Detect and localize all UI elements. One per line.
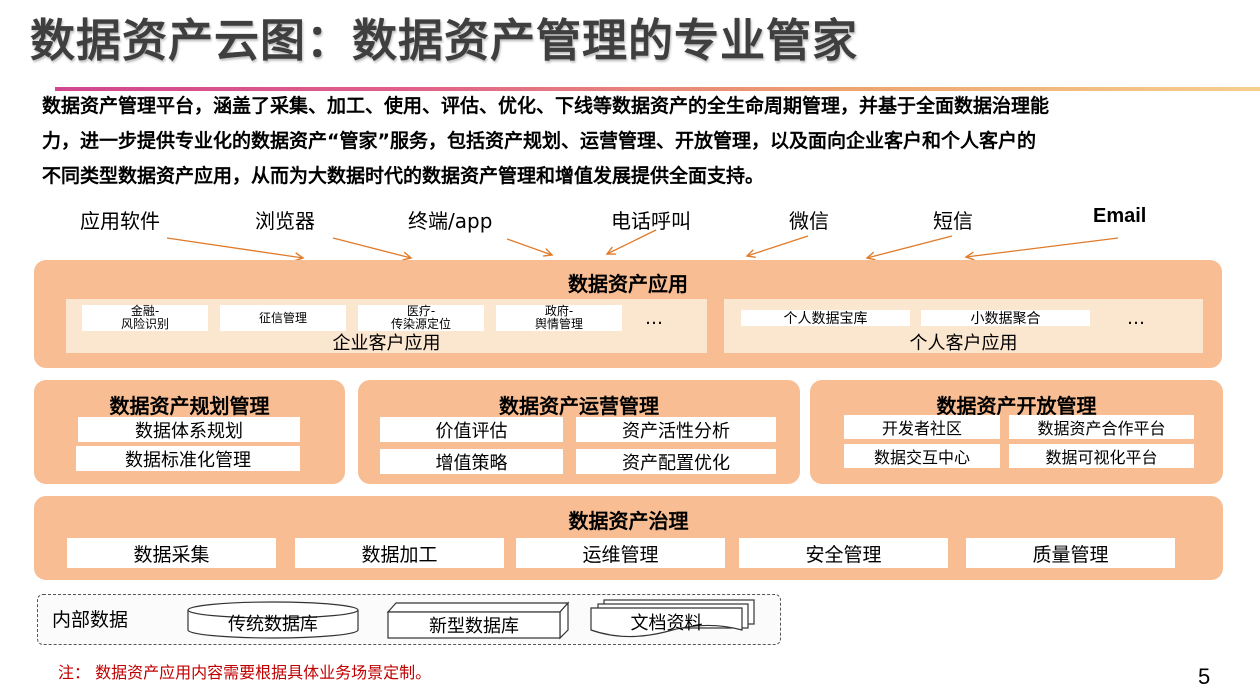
title-underline [55,87,1260,91]
planning-item-system: 数据体系规划 [78,417,300,442]
database-cylinder-icon [187,601,359,639]
store-new-db: 新型数据库 [429,616,519,637]
store-traditional-db: 传统数据库 [228,614,318,635]
enterprise-more: … [645,308,663,329]
channel-phone-call: 电话呼叫 [611,209,691,233]
opening-item-cooperation: 数据资产合作平台 [1009,415,1194,439]
enterprise-label: 企业客户应用 [332,333,441,354]
app-item-government: 政府- 舆情管理 [496,305,622,331]
channel-browser: 浏览器 [255,209,315,233]
operation-item-valuation: 价值评估 [380,417,563,442]
personal-label: 个人客户应用 [909,333,1018,354]
operation-item-activity: 资产活性分析 [576,417,776,442]
app-item-finance: 金融- 风险识别 [82,305,208,331]
opening-item-visualization: 数据可视化平台 [1009,444,1194,468]
operation-title: 数据资产运营管理 [499,394,659,418]
channel-app-software: 应用软件 [80,209,160,233]
page-title: 数据资产云图：数据资产管理的专业管家 [30,14,859,67]
personal-more: … [1127,308,1145,329]
channel-terminal-app: 终端/app [408,209,493,233]
app-item-credit: 征信管理 [220,305,346,331]
governance-item-security: 安全管理 [739,538,948,568]
database-box-icon [386,601,570,640]
governance-item-quality: 质量管理 [966,538,1175,568]
app-item-medical: 医疗- 传染源定位 [358,305,484,331]
app-item-personal-vault: 个人数据宝库 [741,310,910,327]
governance-item-processing: 数据加工 [295,538,504,568]
operation-item-strategy: 增值策略 [380,449,563,474]
internal-data-label: 内部数据 [52,609,129,631]
page-number: 5 [1198,664,1211,689]
personal-sub-panel [724,299,1203,353]
opening-item-developer: 开发者社区 [844,415,1000,439]
channel-sms: 短信 [933,209,973,233]
governance-item-collection: 数据采集 [67,538,276,568]
intro-paragraph: 数据资产管理平台，涵盖了采集、加工、使用、评估、优化、下线等数据资产的全生命周期… [42,89,1217,194]
channel-email: Email [1093,205,1147,227]
operation-item-allocation: 资产配置优化 [576,449,776,474]
documents-stack-icon [590,599,755,638]
planning-title: 数据资产规划管理 [109,394,270,418]
intro-line: 力，进一步提供专业化的数据资产“管家”服务，包括资产规划、运营管理、开放管理，以… [42,130,1036,152]
intro-line: 不同类型数据资产应用，从而为大数据时代的数据资产管理和增值发展提供全面支持。 [42,165,765,187]
governance-title: 数据资产治理 [568,509,689,533]
channel-wechat: 微信 [789,209,829,233]
opening-title: 数据资产开放管理 [936,394,1097,418]
footnote: 注： 数据资产应用内容需要根据具体业务场景定制。 [58,663,432,682]
governance-item-maintenance: 运维管理 [516,538,725,568]
intro-line: 数据资产管理平台，涵盖了采集、加工、使用、评估、优化、下线等数据资产的全生命周期… [42,95,1050,117]
planning-item-standard: 数据标准化管理 [76,446,300,471]
application-title: 数据资产应用 [568,272,688,296]
app-item-small-data: 小数据聚合 [921,310,1090,327]
store-documents: 文档资料 [630,613,703,634]
opening-item-exchange: 数据交互中心 [844,444,1000,468]
